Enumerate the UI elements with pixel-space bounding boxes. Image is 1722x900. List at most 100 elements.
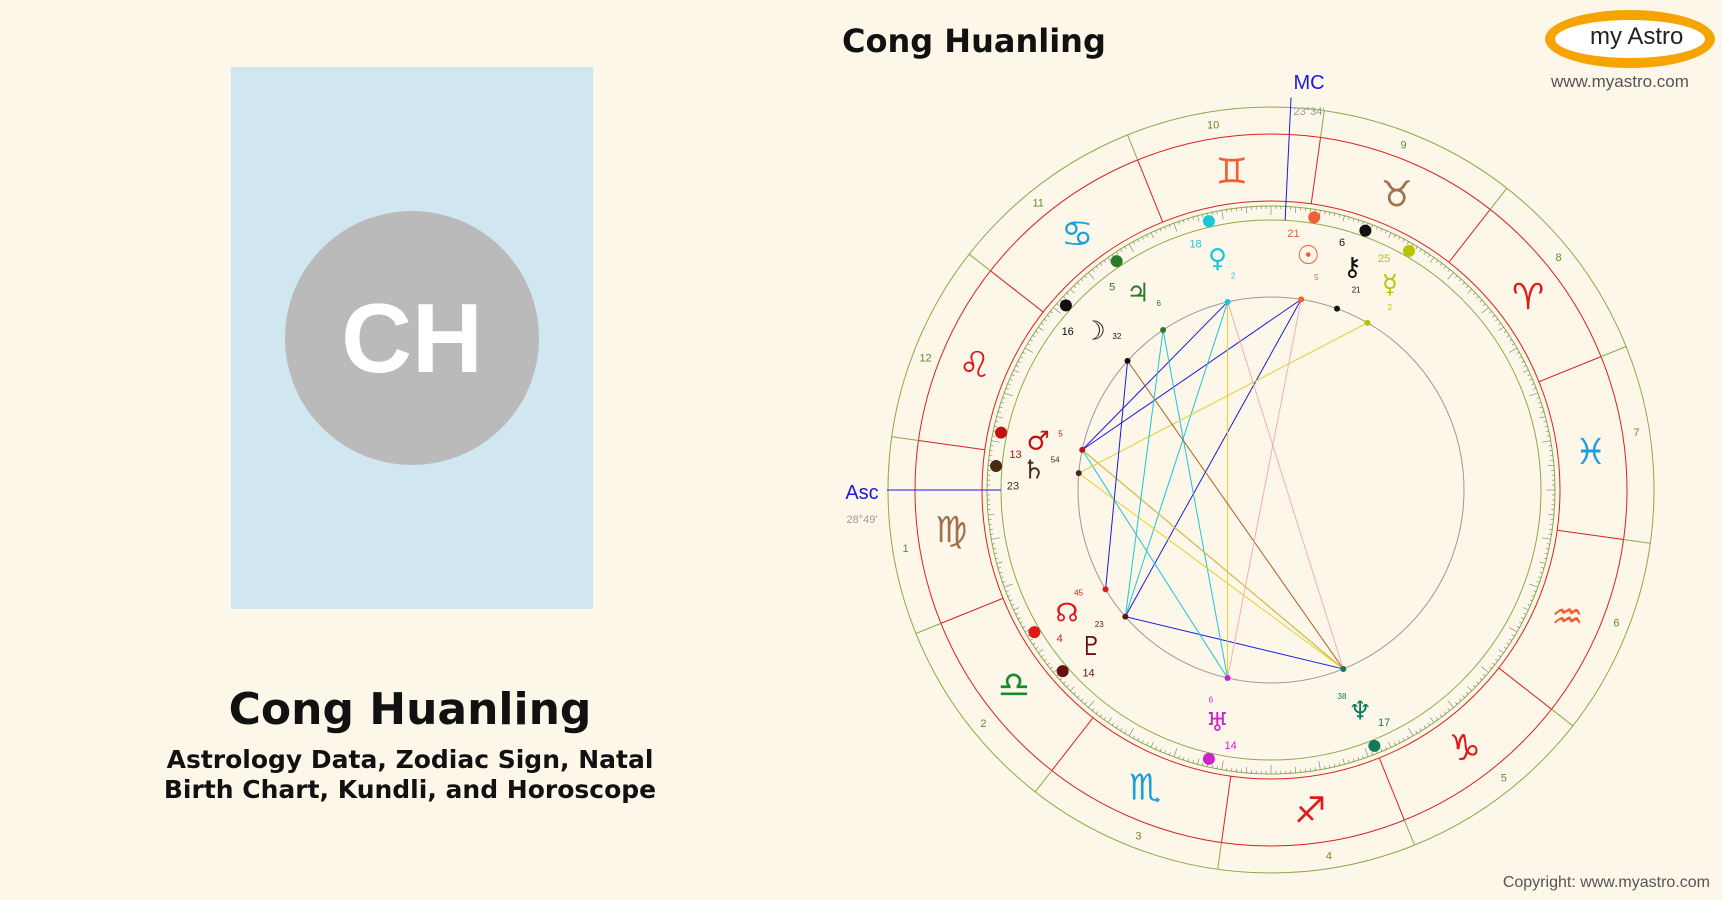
planet-node-aspect-point <box>1102 586 1109 593</box>
degree-tick <box>1523 365 1527 368</box>
house-number: 7 <box>1633 427 1639 439</box>
degree-tick <box>1509 347 1518 353</box>
degree-tick <box>994 552 998 555</box>
degree-tick <box>1509 638 1513 641</box>
degree-tick <box>1211 764 1213 768</box>
degree-tick <box>1035 646 1039 650</box>
planet-venus-aspect-point <box>1224 298 1231 305</box>
planet-node-minutes: 45 <box>1074 588 1083 597</box>
degree-tick <box>1544 425 1548 428</box>
planet-venus-minutes: 2 <box>1231 271 1236 280</box>
degree-tick <box>1005 387 1009 390</box>
degree-tick <box>999 406 1003 409</box>
degree-tick <box>1164 226 1167 230</box>
degree-tick <box>1439 714 1443 717</box>
degree-tick <box>1529 583 1538 588</box>
degree-tick <box>1529 378 1533 381</box>
degree-tick <box>1009 378 1013 381</box>
planet-moon-marker <box>1059 299 1072 312</box>
degree-tick <box>1492 314 1495 318</box>
house-cusp-line <box>1320 110 1325 138</box>
degree-tick <box>1020 356 1024 359</box>
degree-tick <box>1324 765 1326 769</box>
planet-mars-icon: ♂ <box>1027 427 1050 457</box>
degree-tick <box>1178 755 1180 759</box>
degree-tick <box>1084 275 1087 279</box>
house-number: 9 <box>1401 140 1407 152</box>
degree-tick <box>1531 383 1535 386</box>
degree-tick <box>1333 213 1336 217</box>
degree-tick <box>1338 214 1340 218</box>
degree-tick <box>1011 604 1015 606</box>
degree-tick <box>1543 557 1547 559</box>
degree-tick <box>1044 318 1047 322</box>
degree-tick <box>1527 374 1531 376</box>
house-cusp-line <box>915 622 942 634</box>
degree-tick <box>1063 296 1066 299</box>
planet-mercury-icon: ☿ <box>1382 270 1398 300</box>
degree-tick <box>1467 686 1473 692</box>
degree-tick <box>1495 318 1498 322</box>
degree-tick <box>1522 607 1529 611</box>
degree-tick <box>1007 594 1011 597</box>
degree-tick <box>1202 214 1204 218</box>
degree-tick <box>1146 742 1149 746</box>
degree-tick <box>1427 254 1431 258</box>
degree-tick <box>1107 717 1112 723</box>
aspect-line <box>1081 449 1344 670</box>
planet-node-degree: 4 <box>1057 633 1063 645</box>
mc-degree: 23°34' <box>1294 106 1325 118</box>
logo-url[interactable]: www.myastro.com <box>1551 72 1689 91</box>
planet-neptune-degree: 17 <box>1378 717 1390 729</box>
degree-tick <box>1088 272 1095 280</box>
planet-jupiter-icon: ♃ <box>1126 279 1149 309</box>
degree-tick <box>1047 314 1050 318</box>
degree-tick <box>1007 383 1011 386</box>
degree-tick <box>997 411 1001 413</box>
degree-tick <box>1430 717 1435 723</box>
degree-tick <box>1164 750 1167 754</box>
degree-tick <box>1155 746 1157 750</box>
degree-tick <box>1005 590 1009 593</box>
sign-libra-icon: ♎ <box>998 665 1030 706</box>
degree-tick <box>993 548 997 550</box>
degree-tick <box>1408 728 1414 737</box>
planet-moon-icon: ☽ <box>1082 317 1105 347</box>
degree-tick <box>1546 435 1550 437</box>
degree-tick <box>1419 248 1422 252</box>
degree-tick <box>1481 666 1489 673</box>
sign-virgo-icon: ♍ <box>935 510 967 551</box>
aspect-line <box>1081 449 1229 679</box>
aspect-line <box>1078 472 1344 670</box>
degree-tick <box>999 571 1003 574</box>
planet-mars-degree: 13 <box>1009 449 1021 461</box>
degree-tick <box>1516 352 1520 355</box>
degree-tick <box>1498 322 1501 326</box>
degree-tick <box>1348 760 1350 764</box>
degree-tick <box>1013 607 1020 611</box>
sign-boundary <box>918 439 985 451</box>
planet-jupiter-marker <box>1110 255 1123 268</box>
degree-tick <box>1017 617 1021 620</box>
sign-leo-icon: ♌ <box>958 345 990 386</box>
degree-tick <box>1146 234 1149 238</box>
degree-tick <box>988 513 995 516</box>
degree-tick <box>1495 658 1498 662</box>
planet-pluto-aspect-point <box>1122 613 1129 620</box>
degree-tick <box>1002 397 1006 399</box>
myastro-logo[interactable]: my Astro <box>1545 10 1715 68</box>
degree-tick <box>1521 617 1525 620</box>
aspect-line <box>1227 299 1302 679</box>
aspect-line <box>1081 301 1228 451</box>
degree-tick <box>1103 260 1107 263</box>
sign-boundary <box>940 597 1004 624</box>
degree-tick <box>1447 708 1450 711</box>
degree-tick <box>1173 223 1178 232</box>
house-ring <box>914 133 1628 847</box>
degree-tick <box>1380 748 1383 752</box>
degree-tick <box>1095 266 1099 269</box>
degree-tick <box>1498 326 1504 331</box>
degree-tick <box>1447 700 1454 708</box>
